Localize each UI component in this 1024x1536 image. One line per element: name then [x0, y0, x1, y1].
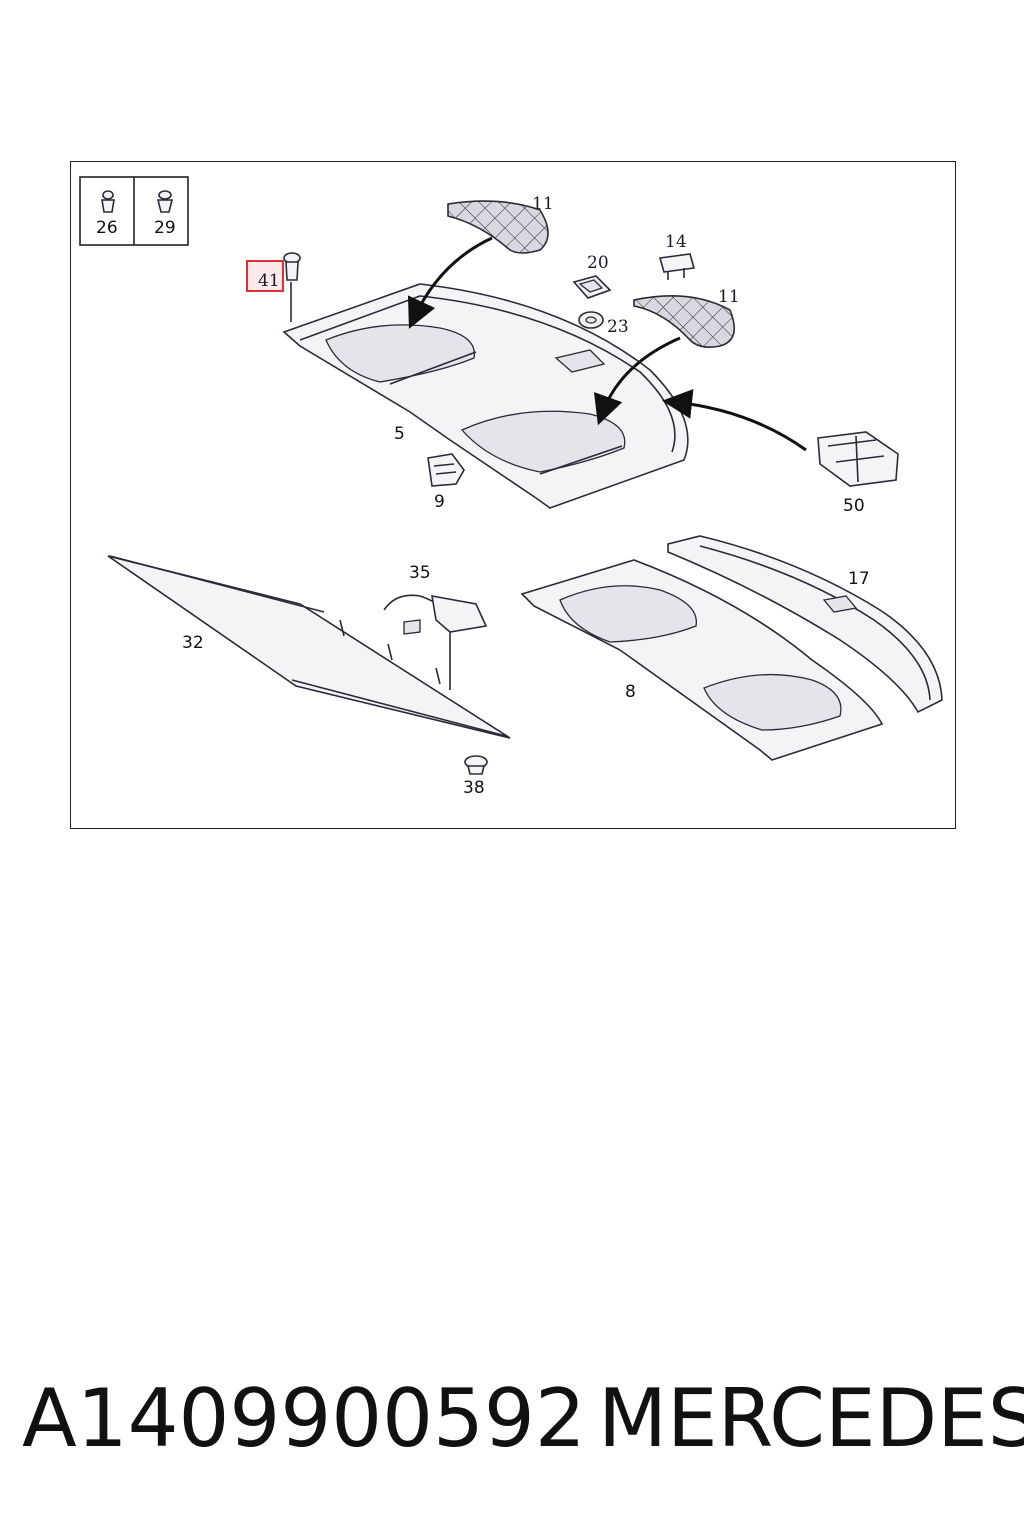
callout-41: 41	[258, 271, 280, 291]
part-11-right-mesh: 11	[593, 287, 740, 426]
part-32-roller-blind: 32	[107, 555, 511, 739]
part-23-grommet: 23	[578, 311, 629, 337]
legend-label-26: 26	[96, 218, 118, 238]
footer-brand: MERCEDES	[598, 1372, 1024, 1465]
part-11-left-mesh: 11	[407, 194, 554, 329]
callout-23: 23	[607, 317, 629, 337]
footer-part-number: A1409900592	[22, 1372, 586, 1465]
part-35-motor: 35	[383, 563, 488, 690]
callout-17: 17	[848, 569, 870, 589]
callout-11-right: 11	[718, 287, 740, 307]
expansion-rivet-icon	[156, 190, 174, 213]
part-8-lower-shelf: 8	[520, 559, 884, 761]
callout-20: 20	[587, 253, 609, 273]
callout-38: 38	[463, 778, 485, 798]
callout-11-left: 11	[532, 194, 554, 214]
part-5-rear-shelf: 5	[282, 283, 689, 509]
push-clip-icon	[101, 190, 115, 213]
part-38-grommet: 38	[463, 755, 488, 798]
legend-label-29: 29	[154, 218, 176, 238]
callout-32: 32	[182, 633, 204, 653]
part-14-clip: 14	[658, 232, 696, 280]
legend-box: 26 29	[79, 176, 189, 246]
part-41-clip: 41	[246, 252, 301, 322]
callout-50: 50	[843, 496, 865, 516]
part-20-bracket: 20	[572, 253, 612, 299]
part-9-clip: 9	[427, 453, 465, 512]
part-50-bracket: 50	[662, 388, 899, 516]
diagram-frame	[70, 161, 956, 829]
callout-14: 14	[665, 232, 687, 252]
callout-9: 9	[434, 492, 445, 512]
callout-35: 35	[409, 563, 431, 583]
callout-5: 5	[394, 424, 405, 444]
part-17-trim-strip: 17	[667, 535, 943, 714]
callout-8: 8	[625, 682, 636, 702]
